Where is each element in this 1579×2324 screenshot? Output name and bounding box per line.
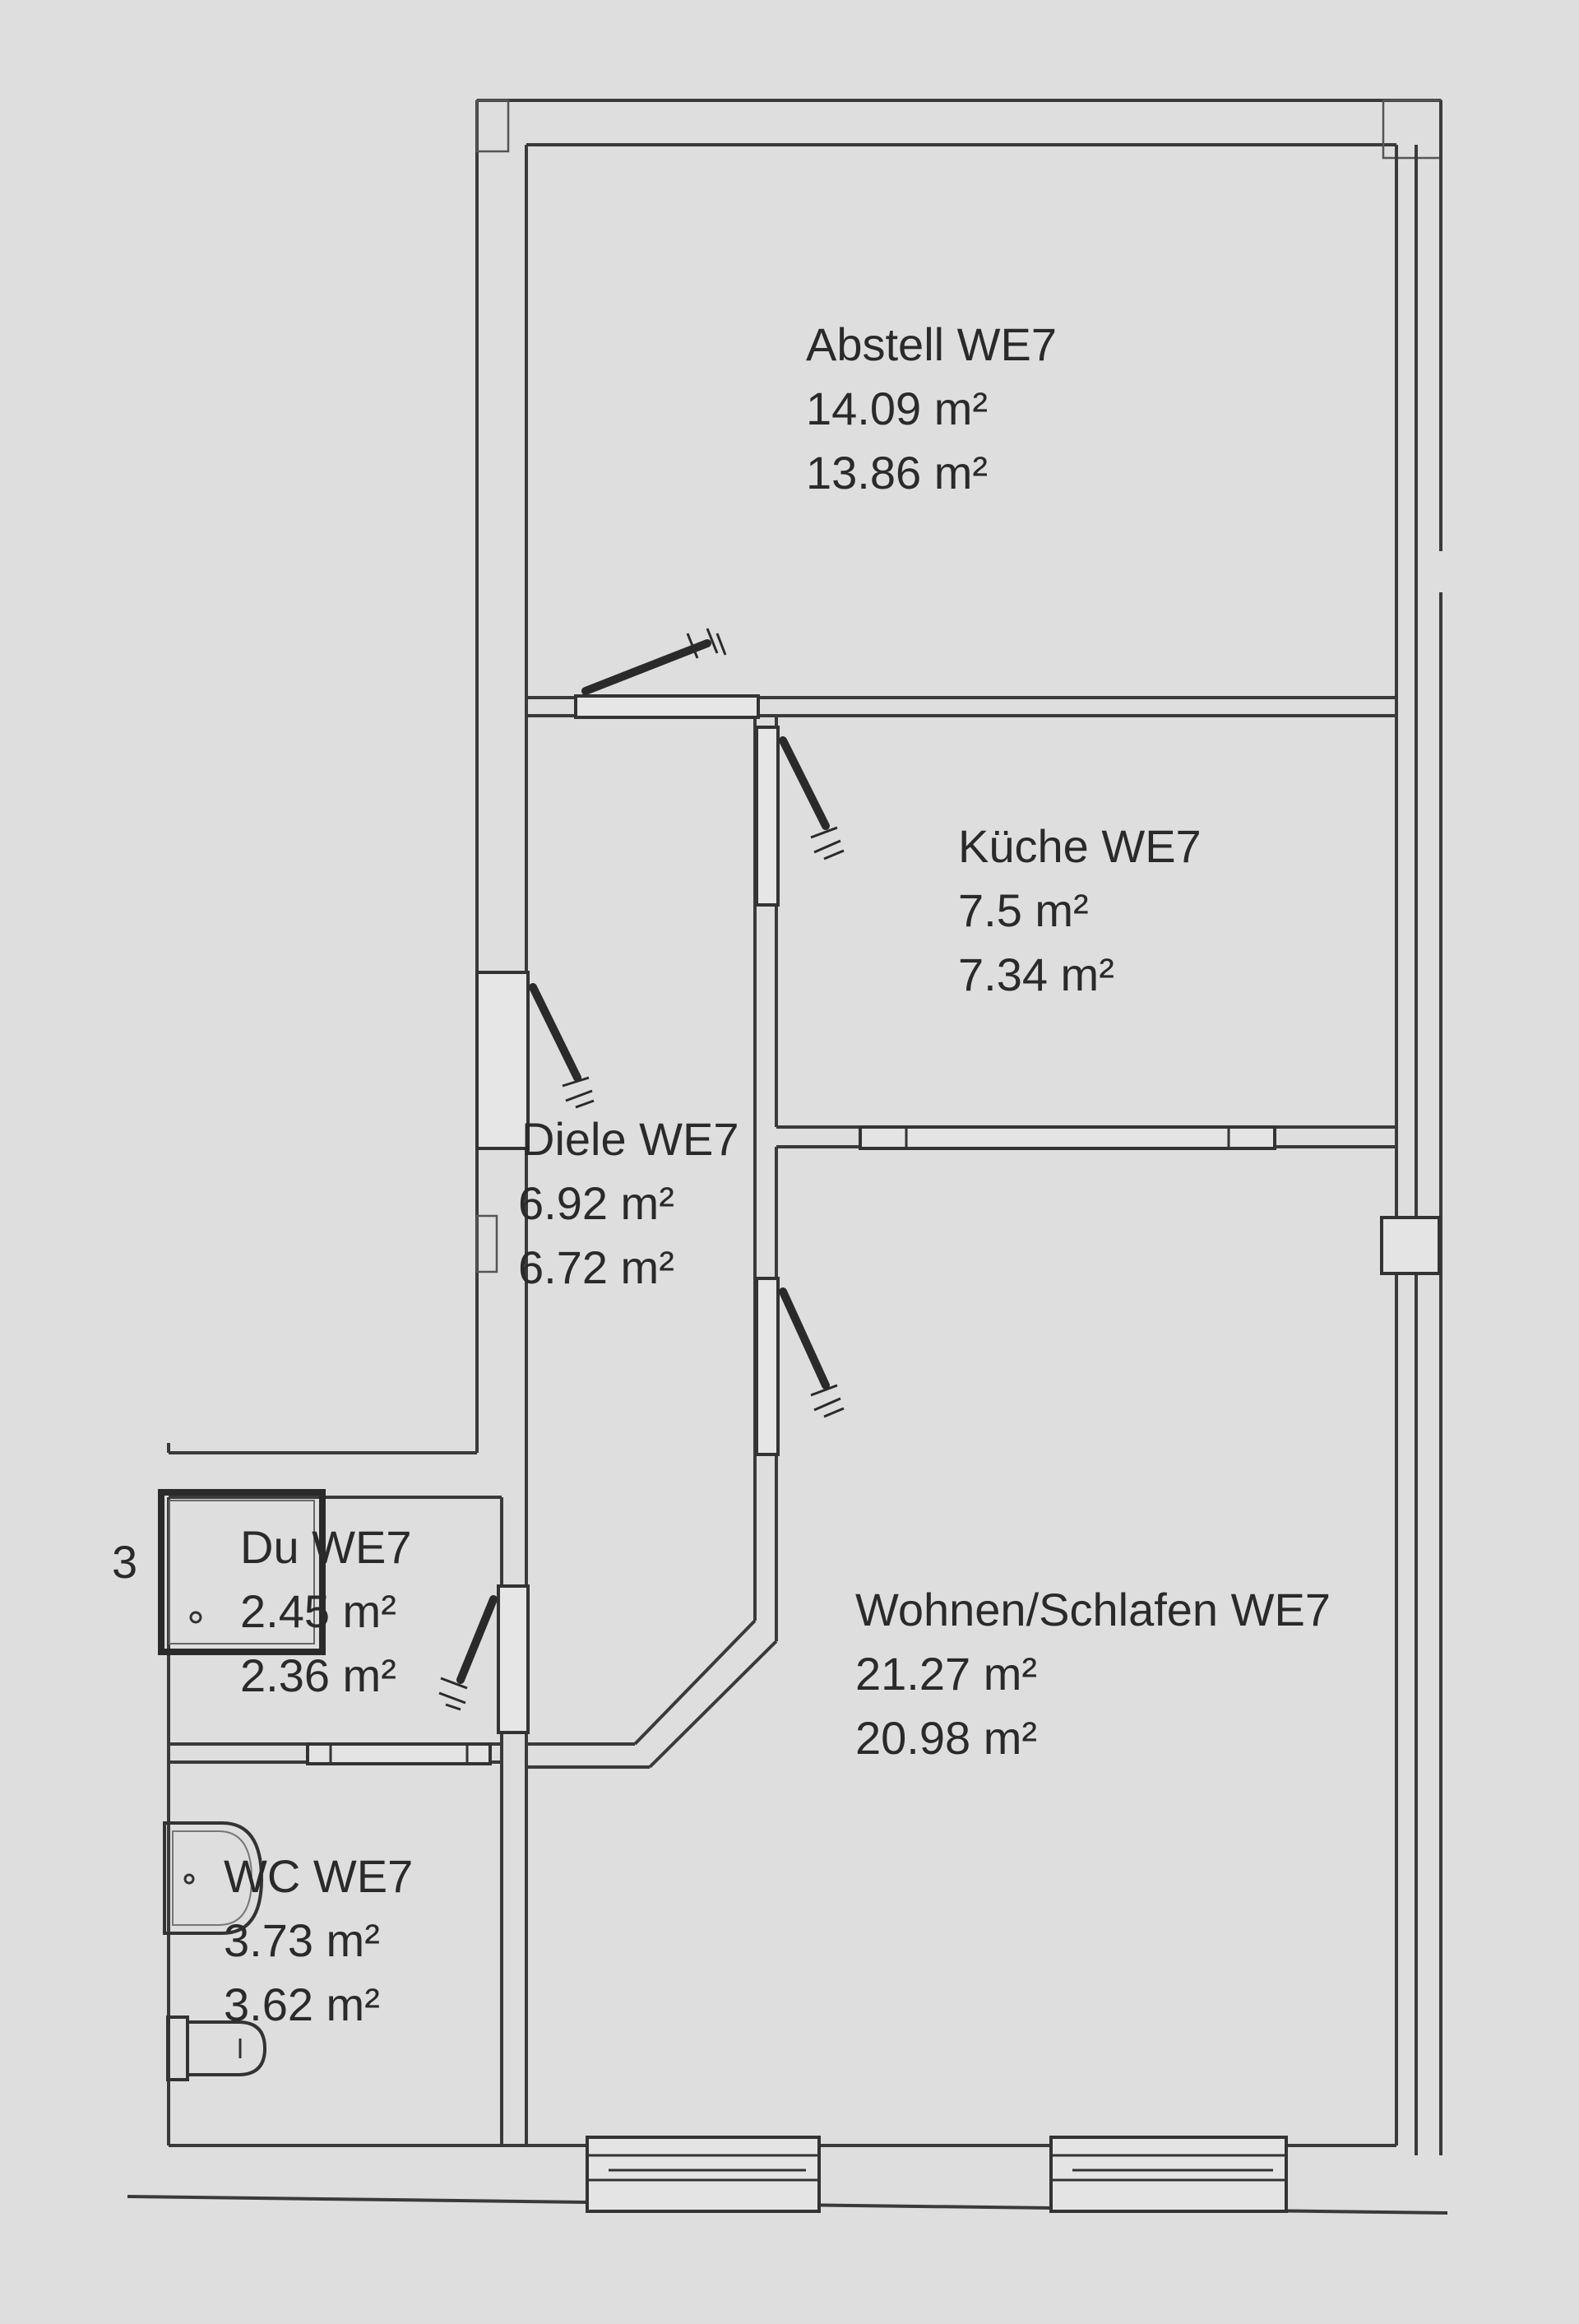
room-kueche-area-1: 7.5 m² <box>958 884 1089 936</box>
room-kueche-name: Küche WE7 <box>958 820 1202 872</box>
door-wohnen <box>755 1277 845 1456</box>
room-wc-area-1: 3.73 m² <box>224 1914 380 1966</box>
room-abstell-area-2: 13.86 m² <box>806 447 988 499</box>
doors <box>438 628 845 1734</box>
room-diele: Diele WE7 6.92 m² 6.72 m² <box>518 1113 739 1293</box>
room-du-area-1: 2.45 m² <box>240 1585 396 1637</box>
room-diele-name: Diele WE7 <box>521 1113 739 1165</box>
window-du-wc <box>306 1742 492 1765</box>
room-wohnen-name: Wohnen/Schlafen WE7 <box>855 1584 1331 1635</box>
toilet <box>166 2016 267 2081</box>
door-entrance <box>475 971 595 1150</box>
room-wc: WC WE7 3.73 m² 3.62 m² <box>224 1850 413 2030</box>
door-kueche <box>755 726 845 907</box>
room-kueche-area-2: 7.34 m² <box>958 949 1114 1000</box>
room-diele-area-2: 6.72 m² <box>518 1241 674 1293</box>
room-wohnen-schlafen: Wohnen/Schlafen WE7 21.27 m² 20.98 m² <box>855 1584 1331 1764</box>
room-abstell-area-1: 14.09 m² <box>806 383 988 434</box>
room-wohnen-area-2: 20.98 m² <box>855 1712 1037 1764</box>
wash-basin <box>163 1821 264 1935</box>
room-wc-area-2: 3.62 m² <box>224 1978 380 2030</box>
window-bottom-left <box>586 2136 821 2213</box>
room-abstell-name: Abstell WE7 <box>806 318 1057 370</box>
room-diele-area-1: 6.92 m² <box>518 1177 674 1229</box>
door-du <box>438 1584 530 1734</box>
room-du-area-2: 2.36 m² <box>240 1649 396 1701</box>
window-bottom-right <box>1049 2136 1288 2213</box>
room-du-name: Du WE7 <box>240 1521 412 1573</box>
window-kueche-wohnen <box>859 1125 1276 1150</box>
windows <box>306 1125 1441 2213</box>
edge-fragment-text: 3 <box>112 1536 137 1588</box>
door-abstell <box>574 628 760 719</box>
room-wohnen-area-1: 21.27 m² <box>855 1648 1037 1700</box>
room-du: Du WE7 2.45 m² 2.36 m² <box>240 1521 412 1701</box>
room-kueche: Küche WE7 7.5 m² 7.34 m² <box>958 820 1202 1000</box>
room-wc-name: WC WE7 <box>224 1850 413 1902</box>
fixtures <box>158 1489 326 2081</box>
window-right-wall <box>1380 1216 1441 1275</box>
room-abstell: Abstell WE7 14.09 m² 13.86 m² <box>806 318 1057 499</box>
shower-tray <box>158 1489 326 1655</box>
